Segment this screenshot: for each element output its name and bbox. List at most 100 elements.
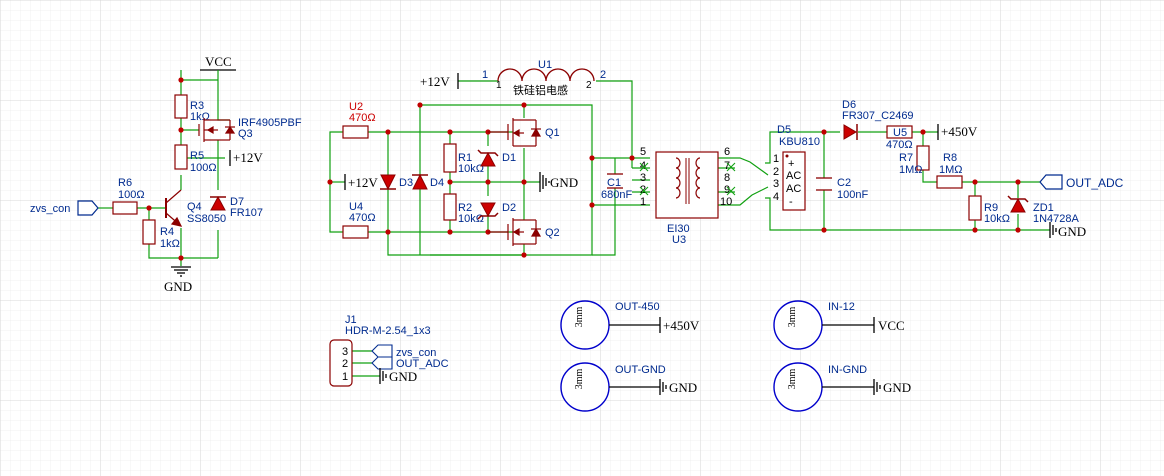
bridge-rectifier-d5[interactable]: D5 KBU810 1 2 3 4 + AC AC - [773, 124, 820, 211]
gnd-label-j1: GND [389, 369, 417, 384]
zvs-con-label: zvs_con [30, 203, 70, 215]
u3-pin-6: 6 [724, 146, 730, 158]
r4-value: 1kΩ [160, 238, 180, 250]
d5-pin-2: 2 [773, 166, 779, 178]
u3-pin-7: 7 [724, 160, 730, 172]
zener-d1[interactable]: D1 [477, 149, 516, 167]
j1-pin-1: 1 [342, 371, 348, 383]
p12-net-port-c: +12V [420, 73, 459, 89]
mosfet-q1[interactable] [488, 118, 542, 147]
j1-value: HDR-M-2.54_1x3 [345, 325, 431, 337]
diode-d4[interactable]: D4 [412, 173, 444, 190]
p12-net-port-b: +12V [344, 174, 378, 190]
d5-ref: D5 [777, 124, 791, 136]
r2-value: 10kΩ [458, 213, 484, 225]
resistor-r6[interactable]: R6 100Ω [112, 177, 145, 215]
d5-mark-ac1: AC [786, 170, 801, 182]
zener-zd1[interactable]: ZD1 1N4728A [1007, 195, 1080, 225]
mount-hole-in-12[interactable]: 3mm IN-12 VCC [773, 300, 905, 350]
u3-pin-3: 3 [640, 172, 646, 184]
p12-label-a: +12V [233, 150, 263, 165]
gnd-symbol-out [1049, 222, 1057, 238]
c2-ref: C2 [837, 177, 851, 189]
mount-hole-in-gnd[interactable]: 3mm IN-GND GND [773, 362, 911, 412]
u1-pin2: 2 [600, 69, 606, 81]
d2-ref: D2 [502, 202, 516, 214]
u3-ref: U3 [672, 234, 686, 246]
u2-value: 470Ω [349, 112, 376, 124]
diode-d3[interactable]: D3 [380, 174, 413, 191]
u1-pin2-b: 2 [586, 80, 592, 91]
mount-hole-out-gnd[interactable]: 3mm OUT-GND GND [560, 362, 697, 412]
j1-ref: J1 [345, 314, 357, 326]
u5-ref: U5 [893, 127, 907, 139]
d5-pin-1: 1 [773, 153, 779, 165]
mosfet-q3[interactable] [198, 118, 236, 142]
port-out-adc[interactable]: OUT_ADC [1039, 174, 1124, 190]
diode-d6[interactable]: D6 FR307_C2469 [842, 99, 914, 140]
port-j1-adc[interactable]: OUT_ADC [371, 356, 449, 370]
d4-ref: D4 [430, 177, 444, 189]
port-zvs-con[interactable]: zvs_con [30, 200, 99, 216]
resistor-u4[interactable]: U4 470Ω [342, 201, 376, 239]
zd1-ref: ZD1 [1033, 202, 1054, 214]
mosfet-q2[interactable] [488, 218, 542, 246]
gnd-label-mid: GND [550, 175, 578, 190]
gnd-label-out: GND [1058, 224, 1086, 239]
diode-d7[interactable]: D7 FR107 [210, 195, 263, 219]
resistor-r2[interactable]: R2 10kΩ [443, 193, 484, 225]
u3-pin-9: 9 [724, 184, 730, 196]
q3-value: IRF4905PBF [238, 117, 302, 129]
d6-ref: D6 [842, 99, 856, 111]
connector-j1[interactable]: J1 HDR-M-2.54_1x3 3 2 1 [329, 314, 431, 387]
r4-ref: R4 [160, 226, 174, 238]
resistor-r9[interactable]: R9 10kΩ [968, 195, 1010, 225]
in-12-label: IN-12 [828, 301, 855, 313]
resistor-u2[interactable]: U2 470Ω [342, 101, 376, 139]
u5-value: 470Ω [886, 139, 913, 151]
r7-ref: R7 [899, 152, 913, 164]
resistor-r4[interactable]: R4 1kΩ [142, 219, 180, 250]
zd1-value: 1N4728A [1033, 213, 1080, 225]
r1-value: 10kΩ [458, 163, 484, 175]
u1-value: 铁硅铝电感 [513, 83, 568, 97]
u2-ref: U2 [349, 101, 363, 113]
port-j1-zvs[interactable]: zvs_con [371, 344, 436, 359]
inductor-u1[interactable]: U1 铁硅铝电感 1 1 2 2 [482, 59, 606, 97]
r3-ref: R3 [190, 100, 204, 112]
resistor-u5[interactable]: U5 470Ω [886, 125, 913, 151]
zener-d2[interactable]: D2 [477, 202, 516, 220]
transistor-q4[interactable] [165, 189, 183, 227]
q4-ref: Q4 [187, 201, 202, 213]
no-connect-markers [639, 162, 736, 196]
u3-pin-8: 8 [724, 172, 730, 184]
r7-value: 1MΩ [899, 164, 923, 176]
d5-pin-4: 4 [773, 191, 779, 203]
mount-hole-out-450[interactable]: 3mm OUT-450 +450V [560, 300, 700, 350]
u4-ref: U4 [349, 201, 363, 213]
out-450-size: 3mm [574, 307, 585, 328]
capacitor-c2[interactable] [816, 177, 832, 191]
c1-ref: C1 [607, 177, 621, 189]
u3-pin-1: 1 [640, 196, 646, 208]
capacitor-c1[interactable] [607, 173, 623, 189]
c1-value: 680nF [601, 189, 632, 201]
out-450-label: OUT-450 [615, 301, 660, 313]
resistor-r7[interactable]: R7 1MΩ [899, 145, 930, 176]
u3-pin-5: 5 [640, 146, 646, 158]
r8-value: 1MΩ [939, 164, 963, 176]
j1-pin-2: 2 [342, 358, 348, 370]
j1-adc-label: OUT_ADC [396, 358, 449, 370]
u1-pin1: 1 [482, 69, 488, 81]
out-adc-label: OUT_ADC [1066, 176, 1124, 190]
d7-value: FR107 [230, 207, 263, 219]
gnd-symbol-j1 [379, 368, 387, 384]
in-gnd-label: IN-GND [828, 364, 867, 376]
u3-pin-10: 10 [720, 196, 732, 208]
resistor-r1[interactable]: R1 10kΩ [443, 143, 484, 175]
d5-mark-plus: + [788, 158, 794, 170]
resistor-r5[interactable]: R5 100Ω [174, 144, 217, 174]
resistor-r8[interactable]: R8 1MΩ [936, 152, 963, 189]
r3-value: 1kΩ [190, 111, 210, 123]
